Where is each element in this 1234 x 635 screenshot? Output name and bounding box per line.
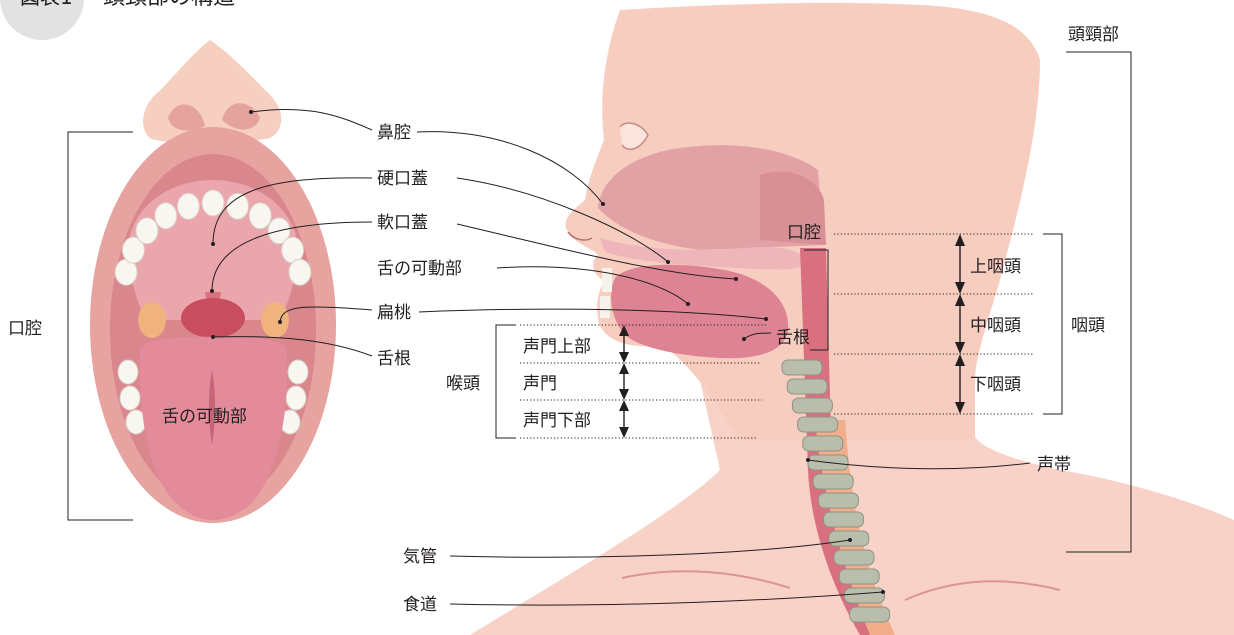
trachea-ring	[787, 379, 827, 394]
trachea-ring	[818, 493, 858, 508]
label-tongue-mobile: 舌の可動部	[377, 259, 462, 279]
pharynx-bracket	[1043, 234, 1062, 414]
label-nasal-cavity: 鼻腔	[377, 123, 411, 143]
tonsil-right	[261, 302, 289, 338]
lower-tooth	[286, 386, 306, 410]
figure-title: 図表1 頭頸部の構造	[0, 0, 235, 40]
upper-tooth	[227, 193, 249, 219]
label-epipharynx: 上咽頭	[970, 257, 1021, 277]
upper-tooth	[177, 193, 199, 219]
throat-opening	[181, 298, 245, 338]
label-hypopharynx: 下咽頭	[970, 375, 1021, 395]
lower-tooth	[288, 360, 308, 384]
trachea-ring	[792, 398, 832, 413]
label-tongue-mobile-center: 舌の可動部	[162, 407, 247, 427]
label-tonsil: 扁桃	[377, 303, 411, 323]
label-mesopharynx: 中咽頭	[970, 316, 1021, 336]
lower-tooth	[118, 360, 138, 384]
label-tongue-base: 舌根	[377, 349, 411, 369]
sagittal-head-illustration	[470, 3, 1234, 635]
tonsil-left	[138, 302, 166, 338]
trachea-ring	[839, 569, 879, 584]
title-badge-text: 図表1	[20, 0, 73, 9]
upper-tooth	[136, 218, 158, 244]
label-subglottis: 声門下部	[523, 411, 591, 431]
lower-tooth	[120, 386, 140, 410]
label-glottis: 声門	[523, 374, 557, 394]
label-soft-palate: 軟口蓋	[377, 213, 428, 233]
trachea-ring	[803, 436, 843, 451]
trachea-ring	[824, 512, 864, 527]
label-pharynx: 咽頭	[1071, 316, 1105, 336]
upper-tooth	[249, 203, 271, 229]
upper-tooth	[202, 190, 224, 216]
trachea-ring	[813, 474, 853, 489]
upper-tooth	[155, 203, 177, 229]
label-sagittal-tongue-base: 舌根	[776, 328, 810, 348]
label-esophagus: 食道	[403, 595, 437, 615]
label-head-neck: 頭頸部	[1068, 25, 1119, 45]
trachea-ring	[782, 360, 822, 375]
label-sagittal-oral-cavity: 口腔	[787, 223, 821, 243]
trachea-ring	[844, 588, 884, 603]
label-vocal-cord: 声帯	[1037, 455, 1071, 475]
label-hard-palate: 硬口蓋	[377, 169, 428, 189]
label-trachea: 気管	[403, 547, 437, 567]
trachea-ring	[834, 550, 874, 565]
trachea-ring	[798, 417, 838, 432]
label-larynx: 喉頭	[446, 374, 480, 394]
larynx-bracket	[496, 325, 516, 438]
teeth-front-lower	[600, 296, 610, 318]
trachea-ring	[850, 607, 890, 622]
label-supraglottis: 声門上部	[523, 337, 591, 357]
figure-title-text: 頭頸部の構造	[103, 0, 235, 10]
upper-tooth	[289, 259, 311, 285]
teeth-front-upper	[602, 268, 612, 292]
label-oral-cavity: 口腔	[8, 319, 42, 339]
